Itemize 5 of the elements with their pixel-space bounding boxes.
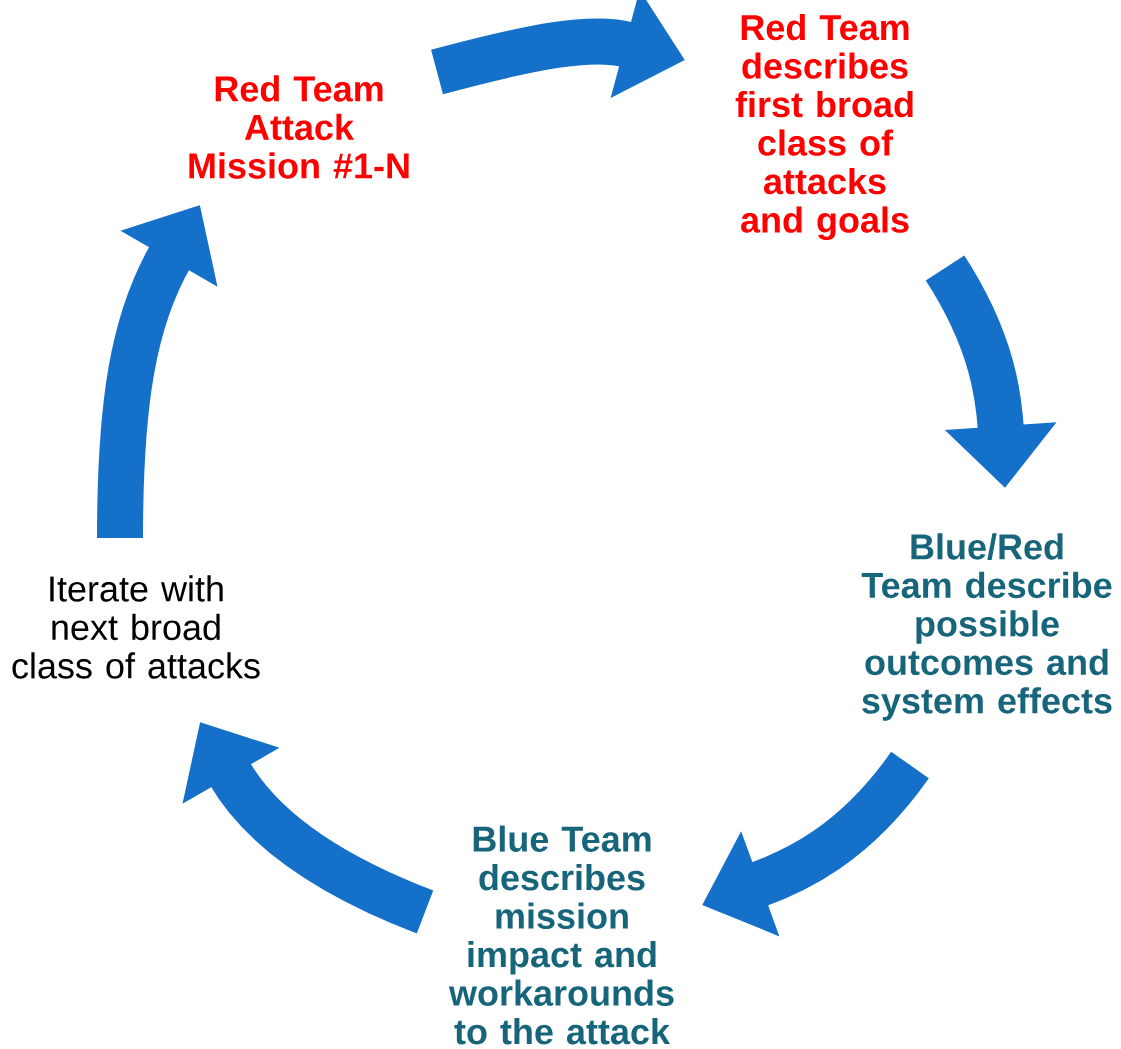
step-text: Iterate with next broad class of attacks — [12, 575, 260, 679]
step-text: Red Team Attack Mission #1-N — [189, 75, 409, 179]
step-text: Red Team describes first broad class of attacks and goals — [735, 13, 913, 241]
step-text: Blue/Red Team describe possible outcomes and system effects — [861, 533, 1112, 721]
step-text: Blue Team describes mission impact and workarounds to the attack — [448, 825, 674, 1045]
